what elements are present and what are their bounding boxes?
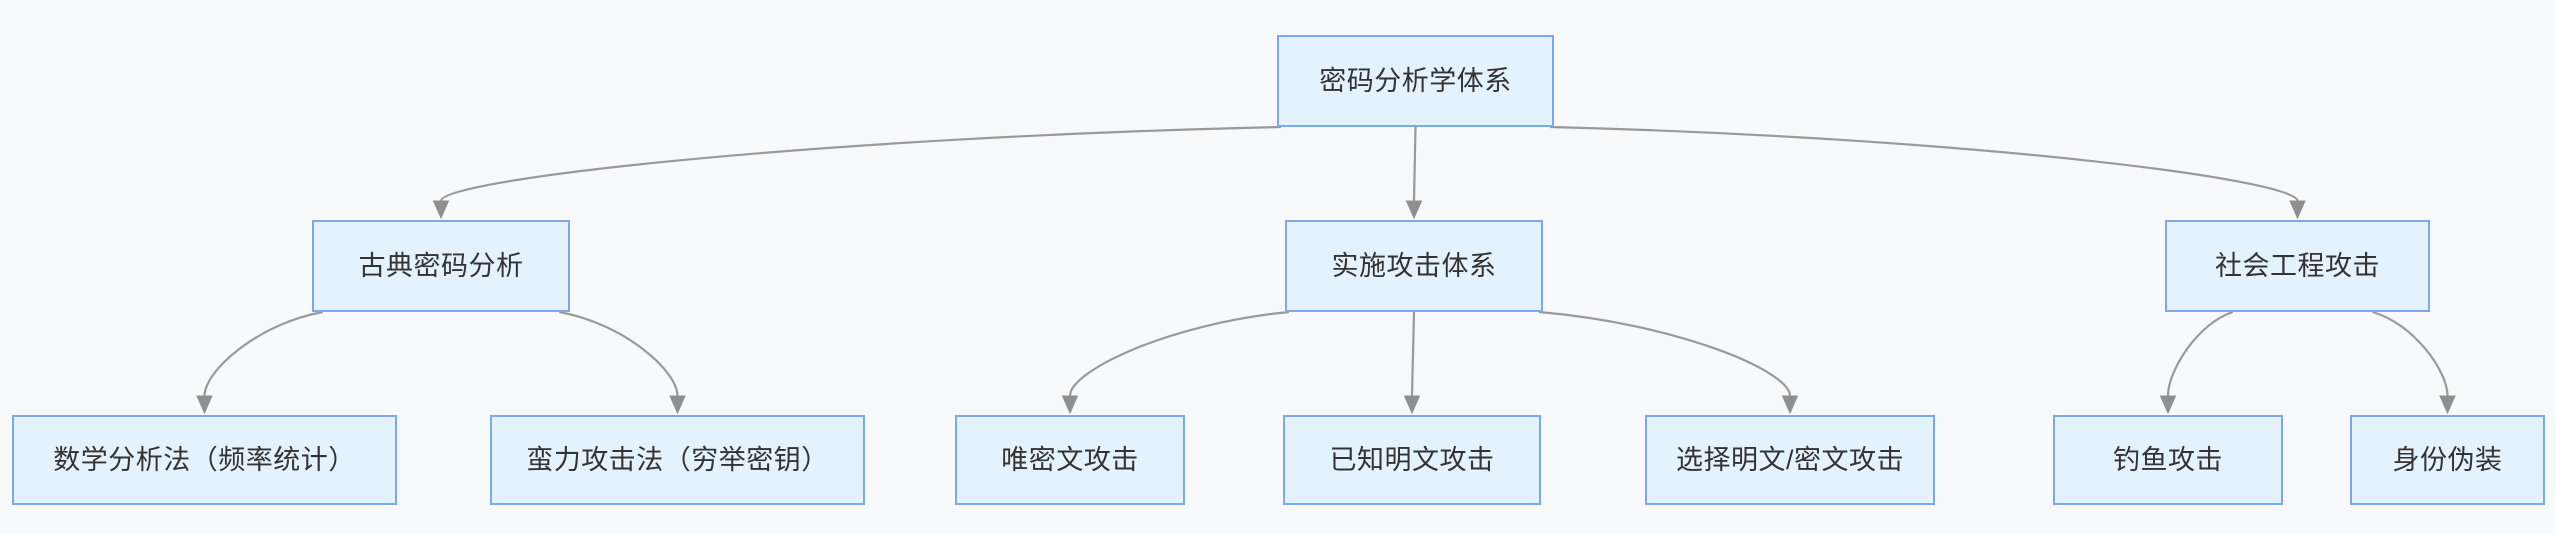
edge-arrowhead-icon [196,395,213,415]
edge-arrowhead-icon [1403,395,1421,415]
node-impersonation[interactable]: 身份伪装 [2350,415,2545,505]
edge-line [439,125,1282,202]
edge-arrowhead-icon [2159,395,2177,415]
edge-implementation-to-ciphertext-only [1061,310,1290,415]
edge-root-to-classical [432,125,1282,220]
node-classical[interactable]: 古典密码分析 [312,220,570,312]
edge-arrowhead-icon [2439,395,2456,415]
edge-implementation-to-chosen-text [1538,310,1799,415]
edge-line [559,310,679,397]
edge-arrowhead-icon [2289,200,2306,220]
edge-line [2372,310,2449,397]
node-label: 身份伪装 [2392,444,2503,475]
edge-line [2166,310,2234,397]
node-phishing[interactable]: 钓鱼攻击 [2053,415,2283,505]
node-known-plaintext[interactable]: 已知明文攻击 [1283,415,1541,505]
node-label: 钓鱼攻击 [2113,444,2223,475]
edge-line [203,310,323,397]
edge-social-to-phishing [2159,310,2234,415]
edge-arrowhead-icon [1405,200,1423,220]
node-implementation[interactable]: 实施攻击体系 [1285,220,1543,312]
edge-line [1549,125,2299,202]
node-bruteforce[interactable]: 蛮力攻击法（穷举密钥） [490,415,865,505]
node-label: 社会工程攻击 [2215,250,2380,281]
node-label: 已知明文攻击 [1329,444,1495,475]
edge-classical-to-bruteforce [559,310,686,415]
node-chosen-text[interactable]: 选择明文/密文攻击 [1645,415,1935,505]
node-label: 蛮力攻击法（穷举密钥） [526,444,829,475]
edge-line [1412,126,1417,202]
edge-arrowhead-icon [669,395,686,415]
edge-root-to-implementation [1405,126,1423,220]
edge-classical-to-math [196,310,323,415]
edge-implementation-to-known-plaintext [1403,311,1421,415]
edge-arrowhead-icon [432,200,450,220]
edge-arrowhead-icon [1781,395,1799,415]
edge-line [1538,310,1792,397]
edge-line [1410,311,1416,397]
node-label: 密码分析学体系 [1319,65,1512,96]
node-social[interactable]: 社会工程攻击 [2165,220,2430,312]
edge-root-to-social [1549,125,2306,220]
node-ciphertext-only[interactable]: 唯密文攻击 [955,415,1185,505]
node-label: 选择明文/密文攻击 [1675,444,1904,475]
edge-social-to-impersonation [2372,310,2456,415]
node-label: 唯密文攻击 [1001,444,1139,475]
node-label: 数学分析法（频率统计） [53,444,356,475]
node-label: 古典密码分析 [358,250,524,281]
node-math[interactable]: 数学分析法（频率统计） [12,415,397,505]
node-label: 实施攻击体系 [1331,250,1497,281]
edge-line [1068,310,1290,397]
edge-arrowhead-icon [1061,395,1079,415]
node-root[interactable]: 密码分析学体系 [1277,35,1554,127]
